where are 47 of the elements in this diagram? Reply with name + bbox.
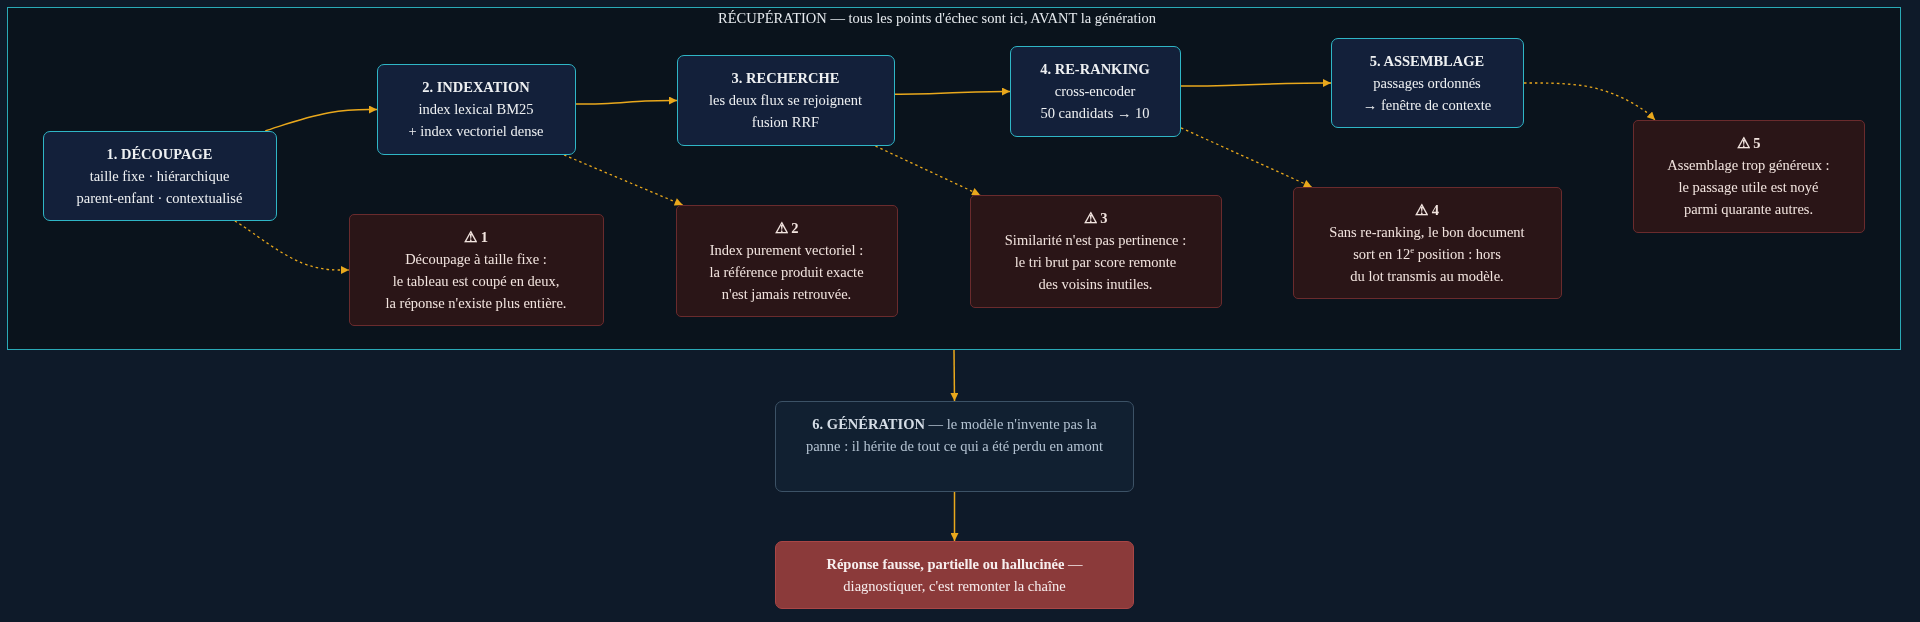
process-box xyxy=(1330,37,1524,128)
dotted-arrow xyxy=(563,154,684,206)
warning-title: ⚠ 4 xyxy=(1415,200,1439,220)
process-box xyxy=(1009,45,1181,137)
warning-description: Similarité n'est pas pertinence : le tri brut par score remonte des voisins inutiles. xyxy=(1004,231,1187,294)
arrow xyxy=(264,105,378,132)
dotted-arrow xyxy=(874,145,981,196)
warning-box xyxy=(348,213,604,326)
warning-box xyxy=(1292,186,1562,299)
arrow xyxy=(950,491,959,542)
warning-box xyxy=(675,204,898,317)
step-title: 3. RECHERCHE xyxy=(731,69,840,88)
dotted-arrow xyxy=(1523,82,1656,121)
step-description: les deux flux se rejoignent fusion RRF xyxy=(709,91,862,132)
arrow xyxy=(950,349,959,402)
warning-box xyxy=(969,194,1222,308)
warning-title: ⚠ 3 xyxy=(1083,209,1108,228)
dotted-arrow xyxy=(1180,127,1313,188)
step-description: taille fixe · hiérarchique parent-enfant · contextualisé xyxy=(76,166,243,208)
warning-box xyxy=(1632,119,1865,233)
warning-title: ⚠ 1 xyxy=(464,227,488,247)
warning-title: ⚠ 2 xyxy=(774,218,799,238)
result-box xyxy=(775,541,1134,609)
warning-description: Découpage à taille fixe : le tableau est coupé en deux, la réponse n'existe plus entière. xyxy=(385,249,567,313)
process-box xyxy=(676,54,895,146)
step-title: 5. ASSEMBLAGE xyxy=(1369,51,1485,71)
step-description: index lexical BM25 + index vectoriel dense xyxy=(408,100,544,141)
step-description: 6. GÉNÉRATION — le modèle n'invente pas la panne : il hérite de tout ce qui a été perdu en amont xyxy=(805,415,1104,456)
arrow xyxy=(575,96,678,105)
group-panel xyxy=(7,7,1901,350)
step-description: passages ordonnés → fenêtre de contexte xyxy=(1362,73,1492,115)
step-title: 1. DÉCOUPAGE xyxy=(106,144,213,164)
section-title: RÉCUPÉRATION — tous les points d'échec sont ici, AVANT la génération xyxy=(718,9,1156,27)
warning-description: Assemblage trop généreux : le passage utile est noyé parmi quarante autres. xyxy=(1667,156,1830,219)
process-box xyxy=(775,401,1134,492)
step-title: 2. INDEXATION xyxy=(422,78,530,97)
warning-title: ⚠ 5 xyxy=(1736,134,1761,153)
result-text: Réponse fausse, partielle ou hallucinée — diagnostiquer, c'est remonter la chaîne xyxy=(826,555,1083,596)
process-box xyxy=(376,63,576,155)
process-box xyxy=(42,130,277,221)
step-description: cross-encoder 50 candidats → 10 xyxy=(1040,82,1150,123)
step-title: 4. RE-RANKING xyxy=(1040,60,1150,79)
warning-description: Index purement vectoriel : la référence produit exacte n'est jamais retrouvée. xyxy=(709,240,864,304)
dotted-arrow xyxy=(234,220,350,274)
arrow xyxy=(894,87,1011,96)
warning-description: Sans re-ranking, le bon document sort en 12$^{e}$ position : hors du lot transmis au modèle. xyxy=(1329,222,1525,286)
arrow xyxy=(1180,79,1332,87)
